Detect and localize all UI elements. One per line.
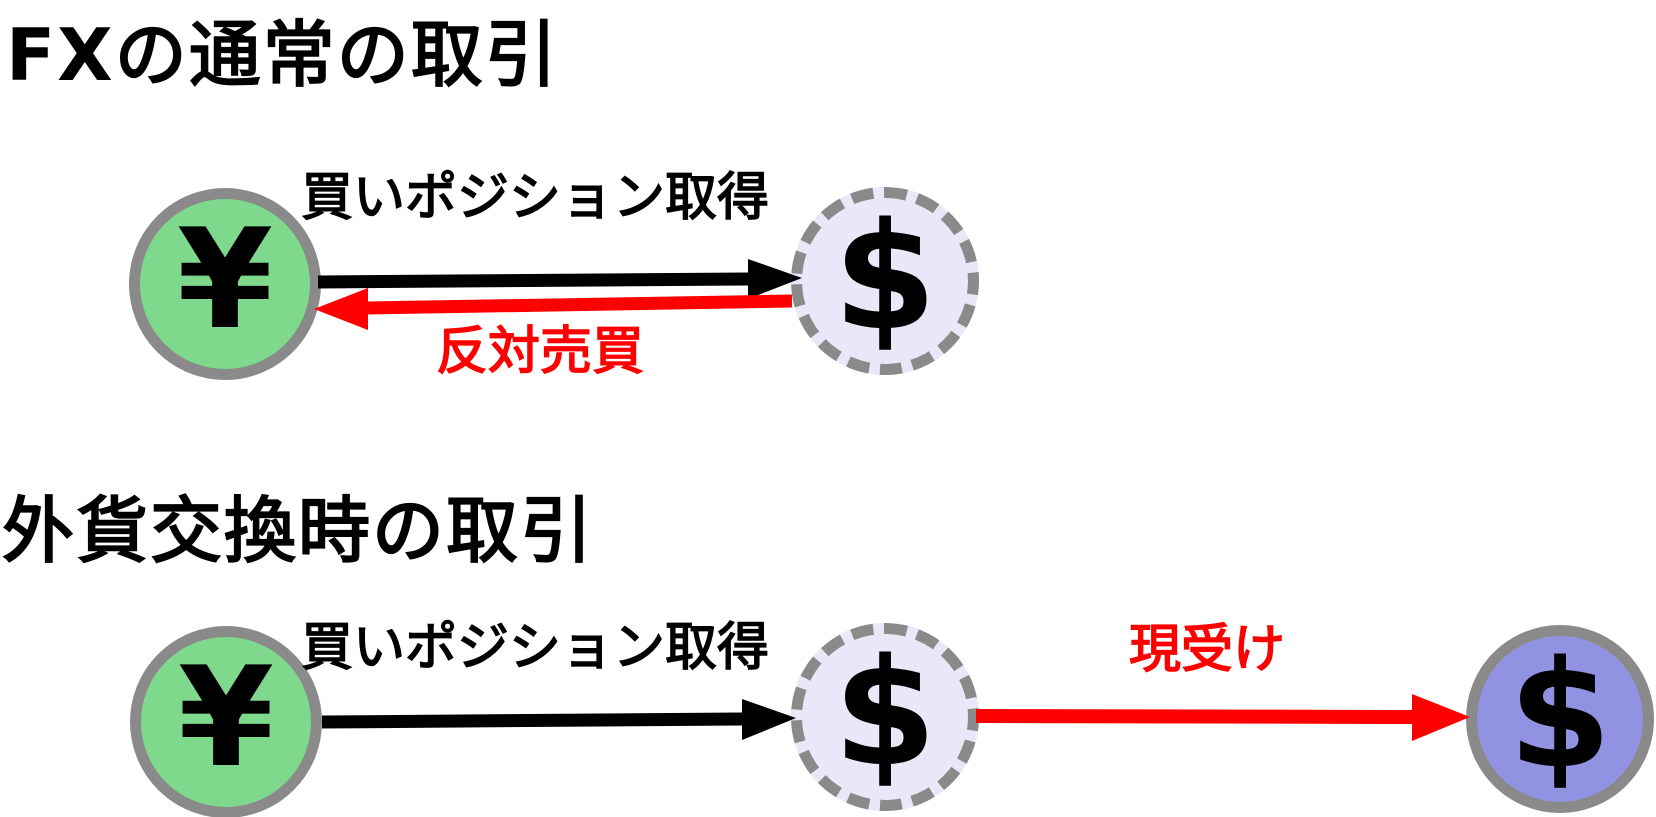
physical-delivery-label: 現受け (1128, 620, 1285, 680)
dollar-symbol: $ (833, 191, 937, 363)
yen-symbol: ¥ (177, 637, 275, 798)
yen-node-section2: ¥ (130, 626, 322, 817)
physical-delivery-arrowhead (1412, 694, 1470, 741)
dollar-position-node-section2: $ (791, 623, 979, 811)
dollar-symbol: $ (833, 627, 937, 799)
yen-node-section1: ¥ (129, 188, 321, 380)
physical-delivery-arrow-line (975, 709, 1413, 724)
buy-position-arrowhead-2 (742, 699, 796, 740)
buy-position-arrow-line-2 (321, 712, 743, 729)
buy-position-label-1: 買いポジション取得 (300, 168, 769, 228)
section-1-title: FXの通常の取引 (6, 13, 559, 97)
dollar-position-node-section1: $ (791, 187, 979, 375)
dollar-delivered-node: $ (1466, 625, 1654, 813)
reverse-trade-label: 反対売買 (435, 322, 644, 382)
yen-symbol: ¥ (176, 199, 274, 360)
reverse-trade-arrow-line (367, 294, 793, 315)
buy-position-arrow-line-1 (317, 272, 749, 289)
dollar-symbol: $ (1508, 629, 1612, 801)
buy-position-label-2: 買いポジション取得 (300, 618, 769, 678)
section-2-title: 外貨交換時の取引 (2, 489, 595, 573)
